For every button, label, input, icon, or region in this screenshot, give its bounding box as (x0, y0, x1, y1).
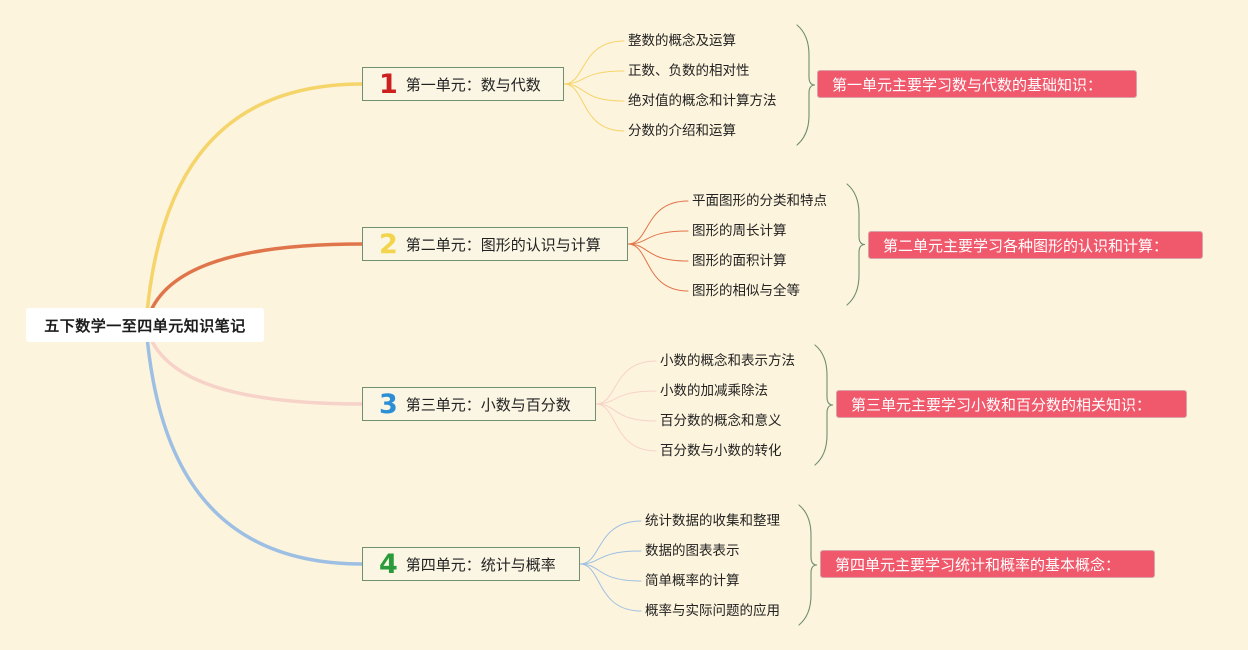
root-title: 五下数学一至四单元知识笔记 (44, 316, 246, 335)
summary-brace (796, 24, 816, 146)
subtopic-item[interactable]: 平面图形的分类和特点 (692, 193, 827, 209)
unit-1-summary[interactable]: 第一单元主要学习数与代数的基础知识： (817, 70, 1137, 98)
subtopic-item[interactable]: 统计数据的收集和整理 (645, 513, 780, 529)
unit-number-icon: 3 (379, 388, 398, 420)
subtopic-item[interactable]: 图形的面积计算 (692, 253, 787, 269)
subtopic-item[interactable]: 小数的加减乘除法 (660, 383, 768, 399)
leaf-connector-line (579, 550, 642, 565)
subtopic-item[interactable]: 分数的介绍和运算 (628, 123, 736, 139)
subtopic-item[interactable]: 百分数与小数的转化 (660, 443, 782, 459)
unit-2-topic[interactable]: 2 第二单元：图形的认识与计算 (362, 227, 628, 261)
leaf-connector-line (579, 563, 642, 612)
summary-brace (814, 344, 834, 466)
leaf-connector-line (595, 390, 657, 405)
leaf-connector-line (627, 200, 689, 245)
subtopic-item[interactable]: 数据的图表表示 (645, 543, 740, 559)
unit-3-summary[interactable]: 第三单元主要学习小数和百分数的相关知识： (836, 390, 1187, 418)
subtopic-item[interactable]: 小数的概念和表示方法 (660, 353, 795, 369)
unit-2-summary[interactable]: 第二单元主要学习各种图形的认识和计算： (868, 231, 1203, 259)
unit-label: 第四单元：统计与概率 (405, 555, 556, 574)
unit-label: 第二单元：图形的认识与计算 (405, 235, 601, 254)
leaf-connector-line (627, 243, 689, 262)
main-branch-line (144, 323, 364, 566)
subtopic-item[interactable]: 图形的相似与全等 (692, 283, 800, 299)
unit-3-topic[interactable]: 3 第三单元：小数与百分数 (362, 387, 596, 421)
leaf-connector-line (595, 403, 657, 422)
unit-number-icon: 2 (379, 228, 398, 260)
unit-number-icon: 1 (379, 68, 398, 100)
summary-brace (846, 183, 866, 306)
leaf-connector-line (595, 360, 657, 405)
subtopic-item[interactable]: 绝对值的概念和计算方法 (628, 93, 777, 109)
leaf-connector-line (563, 70, 625, 85)
unit-number-icon: 4 (379, 548, 398, 580)
subtopic-item[interactable]: 简单概率的计算 (645, 573, 740, 589)
unit-4-summary[interactable]: 第四单元主要学习统计和概率的基本概念： (820, 550, 1155, 578)
subtopic-item[interactable]: 整数的概念及运算 (628, 33, 736, 49)
root-topic[interactable]: 五下数学一至四单元知识笔记 (26, 308, 264, 342)
leaf-connector-line (627, 230, 689, 245)
unit-label: 第三单元：小数与百分数 (405, 395, 571, 414)
subtopic-item[interactable]: 正数、负数的相对性 (628, 63, 750, 79)
summary-brace (798, 504, 818, 626)
leaf-connector-line (563, 83, 625, 132)
unit-4-topic[interactable]: 4 第四单元：统计与概率 (362, 547, 580, 581)
leaf-connector-line (579, 563, 642, 582)
main-branch-line (144, 82, 364, 327)
leaf-connector-line (563, 40, 625, 85)
leaf-connector-line (627, 243, 689, 292)
unit-1-topic[interactable]: 1 第一单元：数与代数 (362, 67, 564, 101)
subtopic-item[interactable]: 百分数的概念和意义 (660, 413, 782, 429)
leaf-connector-line (563, 83, 625, 102)
leaf-connector-line (579, 520, 642, 565)
unit-label: 第一单元：数与代数 (405, 75, 541, 94)
subtopic-item[interactable]: 图形的周长计算 (692, 223, 787, 239)
leaf-connector-line (595, 403, 657, 452)
subtopic-item[interactable]: 概率与实际问题的应用 (645, 603, 780, 619)
